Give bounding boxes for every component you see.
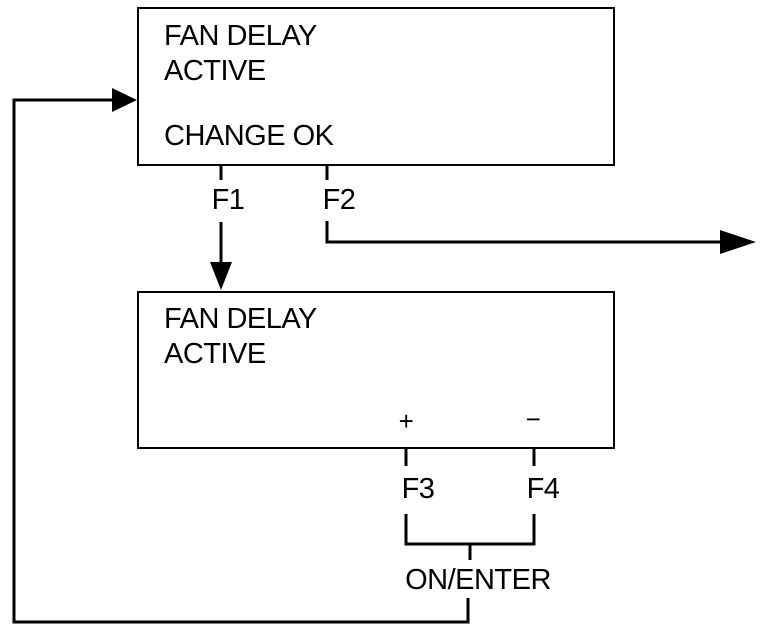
- f1-key-label[interactable]: F1: [211, 184, 245, 216]
- f3-key-label[interactable]: F3: [401, 473, 435, 505]
- f2-exit-line: [325, 221, 722, 244]
- edit-line-1: FAN DELAY: [164, 303, 317, 335]
- main-line-2: ACTIVE: [164, 55, 266, 87]
- edit-line-2: ACTIVE: [164, 338, 266, 370]
- f1-down-arrowhead: [210, 262, 232, 290]
- on-enter-key-label[interactable]: ON/ENTER: [405, 564, 551, 596]
- plus-symbol: +: [398, 406, 414, 436]
- f3-f4-bracket: [404, 514, 536, 546]
- f2-key-label[interactable]: F2: [322, 184, 356, 216]
- f2-exit-arrowhead: [720, 230, 756, 254]
- f4-key-label[interactable]: F4: [526, 473, 560, 505]
- display-screen-main: [137, 7, 615, 166]
- return-loop-line: [12, 98, 470, 624]
- minus-symbol: −: [525, 404, 541, 434]
- return-loop-arrowhead: [112, 88, 137, 112]
- main-line-1: FAN DELAY: [164, 20, 317, 52]
- main-line-4: CHANGE OK: [164, 120, 334, 152]
- display-screen-edit: [137, 291, 615, 449]
